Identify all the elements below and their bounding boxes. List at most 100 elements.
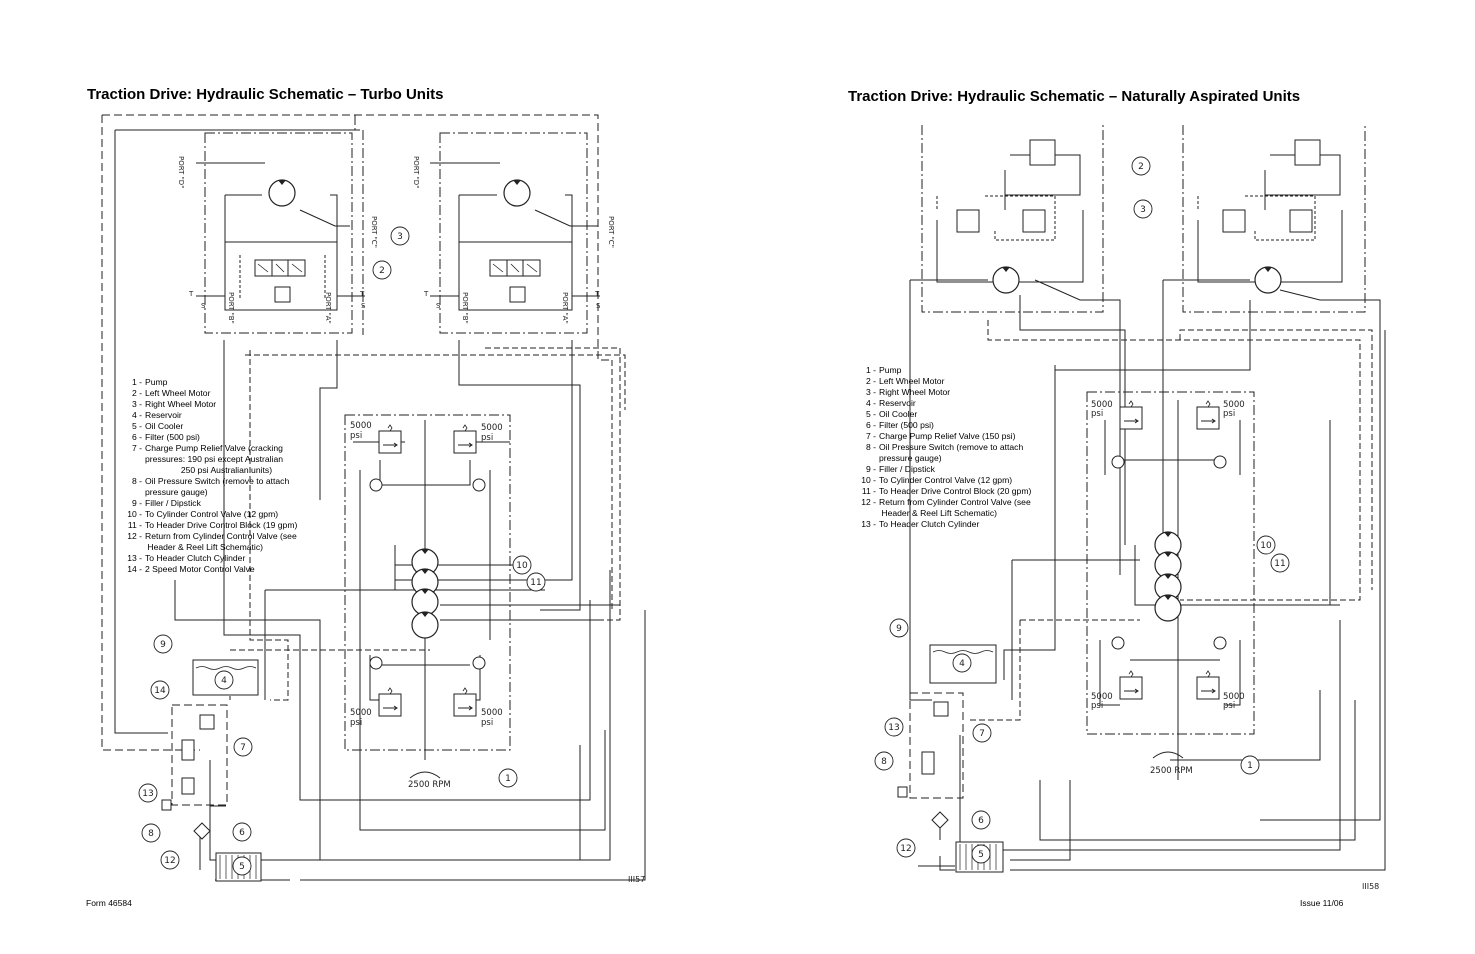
right-callout-10: 10 [1260, 541, 1272, 551]
left-callout-12: 12 [164, 856, 175, 866]
legend-item-text: Reservoir [879, 398, 916, 408]
legend-item: 6 -Filter (500 psi) [122, 432, 332, 443]
left-psi-unit-bottom-left: psi [350, 718, 362, 728]
left-callout-1: 1 [505, 774, 511, 784]
legend-item: 13 -To Header Clutch Cylinder [856, 519, 1066, 530]
right-psi-unit-bottom-left: psi [1091, 701, 1103, 711]
right-psi-value-top-left: 5000 [1091, 400, 1113, 410]
legend-item-text: Left Wheel Motor [145, 388, 211, 398]
right-callout-7: 7 [979, 729, 985, 739]
legend-item: 6 -Filter (500 psi) [856, 420, 1066, 431]
left-port-t-1: T [188, 290, 194, 298]
right-callout-9: 9 [896, 624, 902, 634]
legend-item: 1 -Pump [122, 377, 332, 388]
legend-item-text: Return from Cylinder Control Valve (see … [145, 531, 297, 552]
legend-item-number: 10 - [127, 509, 142, 519]
legend-item: 14 -2 Speed Motor Control Valve [122, 564, 332, 575]
left-callout-13: 13 [142, 789, 153, 799]
legend-item-number: 12 - [127, 531, 142, 541]
left-port-d-1: PORT "D" [177, 156, 185, 188]
left-port-s-1: S [201, 302, 206, 310]
legend-item-number: 1 - [131, 377, 142, 387]
legend-item: 11 -To Header Drive Control Block (19 gp… [122, 520, 332, 531]
left-psi-unit-bottom-right: psi [481, 718, 493, 728]
legend-item-number: 10 - [861, 475, 876, 485]
legend-item-number: 8 - [131, 476, 142, 486]
left-psi-value-top-right: 5000 [481, 423, 503, 433]
right-callout-4: 4 [959, 659, 965, 669]
left-psi-value-bottom-right: 5000 [481, 708, 503, 718]
right-callout-13: 13 [888, 723, 899, 733]
legend-item: 12 -Return from Cylinder Control Valve (… [856, 497, 1066, 519]
legend-item-text: Right Wheel Motor [145, 399, 217, 409]
right-callout-11: 11 [1274, 559, 1285, 569]
left-port-t-3: T [423, 290, 429, 298]
right-rpm-label: 2500 RPM [1150, 766, 1193, 776]
legend-item: 12 -Return from Cylinder Control Valve (… [122, 531, 332, 553]
left-callout-5: 5 [239, 862, 245, 872]
legend-item-number: 4 - [131, 410, 142, 420]
legend-item-text: To Header Clutch Cylinder [145, 553, 246, 563]
left-port-b-1: PORT "B" [227, 292, 235, 324]
legend-item: 13 -To Header Clutch Cylinder [122, 553, 332, 564]
left-port-s-3: S [436, 302, 441, 310]
legend-item-number: 11 - [861, 486, 876, 496]
left-port-a-1: PORT "A" [324, 292, 332, 324]
left-psi-value-top-left: 5000 [350, 421, 372, 431]
legend-item: 10 -To Cylinder Control Valve (12 gpm) [122, 509, 332, 520]
left-callout-2: 2 [379, 266, 385, 276]
left-callout-labels: 2 3 10 11 9 4 14 7 13 8 6 12 5 1 [142, 232, 541, 872]
legend-item-number: 3 - [865, 387, 876, 397]
legend-item: 3 -Right Wheel Motor [122, 399, 332, 410]
right-callout-1: 1 [1247, 761, 1253, 771]
right-callout-6: 6 [978, 816, 984, 826]
left-callout-9: 9 [160, 640, 166, 650]
legend-item-number: 6 - [131, 432, 142, 442]
left-port-t-4: T [594, 290, 600, 298]
legend-item: 5 -Oil Cooler [856, 409, 1066, 420]
legend-item: 2 -Left Wheel Motor [122, 388, 332, 399]
left-port-c-2: PORT "C" [607, 216, 615, 248]
legend-item: 8 -Oil Pressure Switch (remove to attach… [122, 476, 332, 498]
left-port-s-4: S [596, 302, 601, 310]
legend-item-number: 2 - [131, 388, 142, 398]
legend-item: 11 -To Header Drive Control Block (20 gp… [856, 486, 1066, 497]
left-callout-7: 7 [240, 743, 246, 753]
legend-item-text: To Header Drive Control Block (20 gpm) [879, 486, 1032, 496]
left-port-a-2: PORT "A" [561, 292, 569, 324]
legend-item-number: 13 - [861, 519, 876, 529]
legend-item-text: Oil Cooler [145, 421, 184, 431]
legend-item-number: 7 - [131, 443, 142, 453]
right-callout-12: 12 [900, 844, 911, 854]
right-psi-unit-bottom-right: psi [1223, 701, 1235, 711]
right-callouts [874, 156, 1290, 864]
legend-item-text: To Header Drive Control Block (19 gpm) [145, 520, 298, 530]
legend-item-number: 4 - [865, 398, 876, 408]
legend-item: 9 -Filler / Dipstick [122, 498, 332, 509]
legend-item-number: 5 - [131, 421, 142, 431]
left-callout-11: 11 [530, 578, 541, 588]
legend-item-text: Oil Cooler [879, 409, 918, 419]
left-port-d-2: PORT "D" [412, 156, 420, 188]
legend-item: 10 -To Cylinder Control Valve (12 gpm) [856, 475, 1066, 486]
right-psi-unit-top-left: psi [1091, 409, 1103, 419]
legend-item-number: 7 - [865, 431, 876, 441]
legend-item-text: Right Wheel Motor [879, 387, 951, 397]
right-drawing-id: III58 [1362, 882, 1379, 891]
legend-item-text: Filler / Dipstick [145, 498, 201, 508]
left-drawing-text: 2500 RPM III57 5000 psi 5000 psi 5000 ps… [177, 156, 645, 884]
legend-item-number: 14 - [127, 564, 142, 574]
legend-item-number: 5 - [865, 409, 876, 419]
right-page-title: Traction Drive: Hydraulic Schematic – Na… [848, 88, 1301, 105]
right-psi-value-bottom-left: 5000 [1091, 692, 1113, 702]
legend-item-text: Left Wheel Motor [879, 376, 945, 386]
right-psi-value-bottom-right: 5000 [1223, 692, 1245, 702]
right-callout-2: 2 [1138, 162, 1144, 172]
right-psi-value-top-right: 5000 [1223, 400, 1245, 410]
left-drawing-id: III57 [628, 875, 645, 884]
legend-item-text: Oil Pressure Switch (remove to attach pr… [145, 476, 290, 497]
legend-item: 8 -Oil Pressure Switch (remove to attach… [856, 442, 1066, 464]
issue-number: Issue 11/06 [1300, 898, 1344, 908]
legend-item-text: Reservoir [145, 410, 182, 420]
left-callout-3: 3 [397, 232, 403, 242]
